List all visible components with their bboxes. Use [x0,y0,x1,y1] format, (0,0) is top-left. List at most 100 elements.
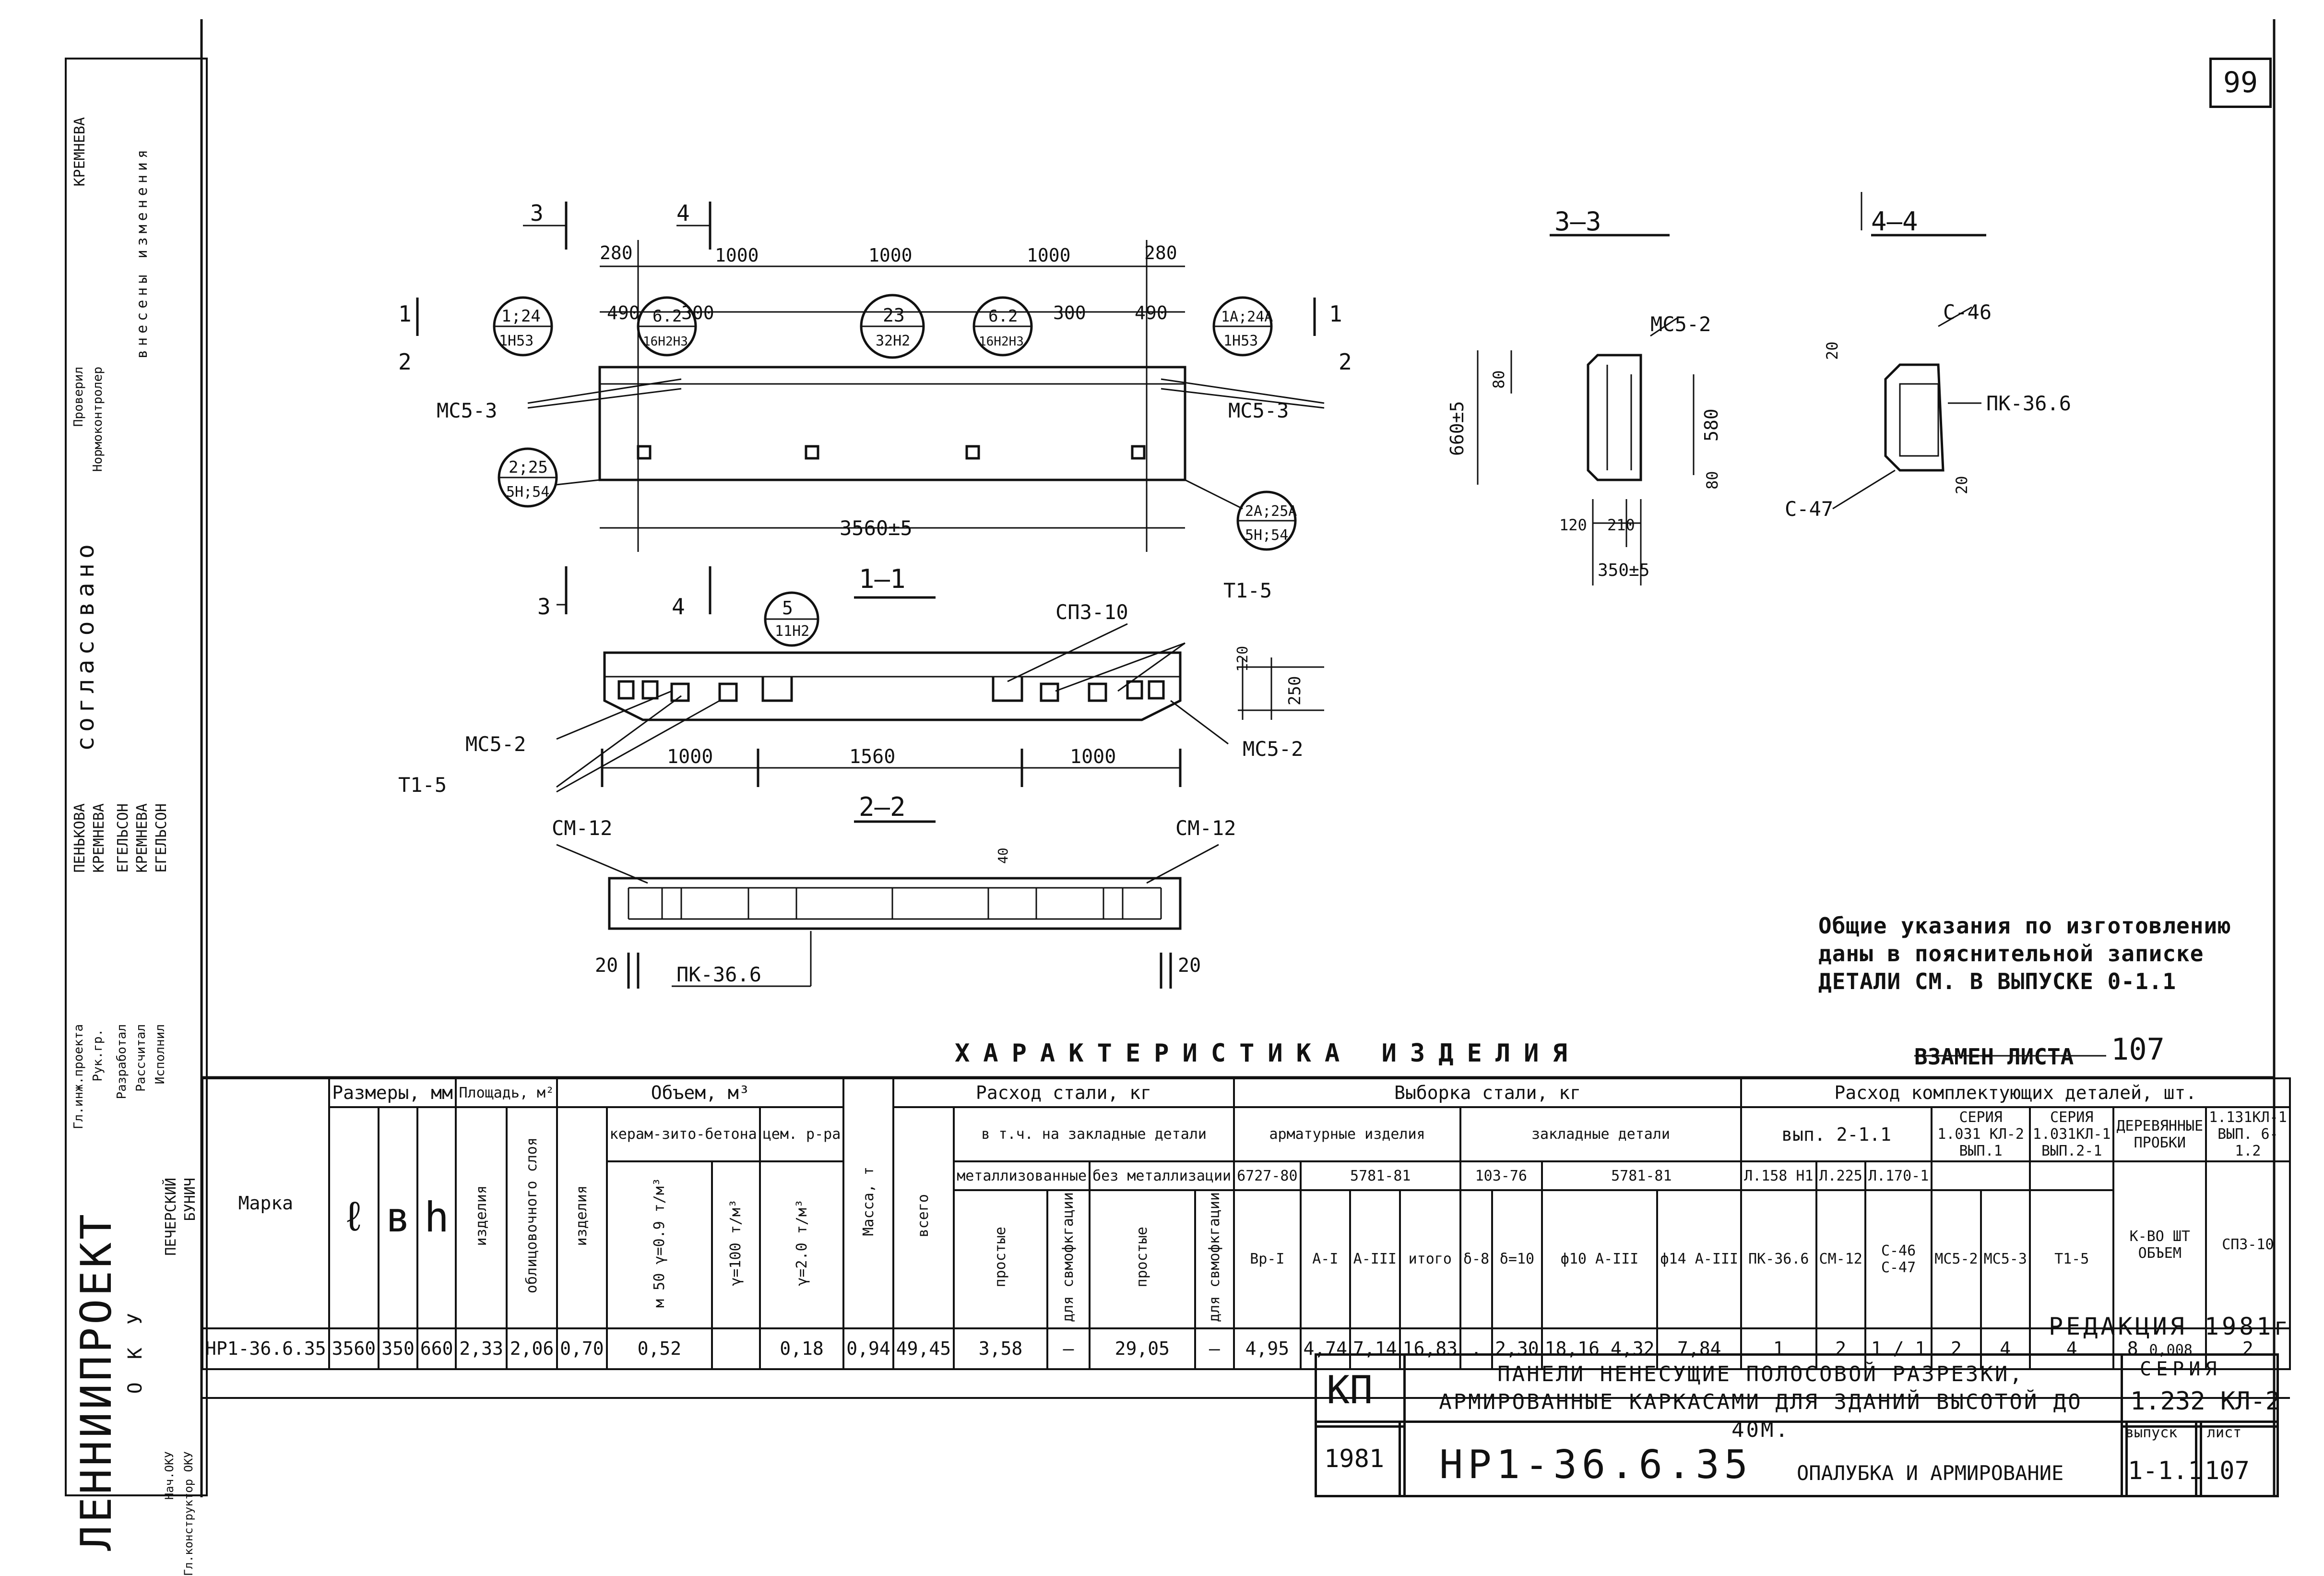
label-c47: С-47 [1785,497,1833,521]
col-a3: А-III [1349,1189,1401,1329]
col-h: h [416,1106,457,1329]
cell-vr1: 4,95 [1233,1327,1302,1370]
characteristics-table: Марка Размеры, мм Площадь, м² Объем, м³ … [202,1077,2291,1399]
col-sp310: СП3-10 [2205,1160,2291,1329]
name-0: ПЕНЬКОВА [71,803,88,873]
general-note: Общие указания по изготовлению даны в по… [1818,913,2231,994]
col-bez-metal: без металлизации [1089,1160,1235,1191]
year: 1981 [1324,1445,1385,1473]
vypusk-cell [2121,1421,2202,1497]
role-8: Гл.конструктор ОКУ [182,1451,195,1576]
label-t15-left: Т1-5 [398,773,447,797]
name-6: БУНИЧ [182,1178,199,1221]
col-itogo: итого [1399,1189,1461,1329]
dim-660: 660±5 [1447,401,1468,456]
drawing-canvas: 3 4 3 4 1 2 1 2 280 1000 1000 1000 280 4… [200,19,2276,1497]
label-sm12-right: СМ-12 [1175,816,1236,840]
cell-obem: 0,008 [2149,1342,2193,1359]
table-frame-lines [202,1055,2274,1079]
cell-bez-dlya: — [1194,1327,1235,1370]
section-mark-2: 2 [398,349,412,375]
col-c46: С-46 [1881,1242,1916,1259]
col-seriya1131: 1.131КЛ-1 ВЫП. 6-1.2 [2205,1106,2291,1162]
label-sm12-left: СМ-12 [552,816,612,840]
col-komplekt: Расход комплектующих деталей, шт. [1740,1077,2291,1108]
callout-225-bot: 5Н;54 [506,484,549,501]
col-pl-izd: изделия [473,1185,490,1246]
role-1: Рук.гр. [91,1029,105,1082]
section-mark-4b: 4 [672,594,685,620]
col-f14: ф14 А-III [1656,1189,1743,1329]
oku-label: О К У [124,1307,146,1394]
col-f10: ф10 А-III [1541,1189,1659,1329]
col-gost5781: 5781-81 [1299,1160,1461,1191]
col-dlya-sv: для свмофкгации [1060,1192,1077,1322]
label-pk-s22: ПК-36.6 [676,963,761,986]
list-label: лист [2207,1424,2242,1441]
col-sm12: СМ-12 [1815,1189,1866,1329]
col-vyborka: Выборка стали, кг [1233,1077,1743,1108]
col-pk366: ПК-36.6 [1740,1189,1817,1329]
product-mark: НР1-36.6.35 [1439,1442,1753,1488]
col-l: ℓ [328,1106,380,1329]
series-label: СЕРИЯ [2140,1358,2222,1380]
col-gost6727: 6727-80 [1233,1160,1302,1191]
cell-d10: 2,30 [1491,1327,1543,1370]
role-2: Разработал [115,1024,129,1099]
vypusk-label: выпуск [2125,1424,2178,1441]
col-vr1: Вр-I [1233,1189,1302,1329]
col-ploshchad: Площадь, м² [455,1077,558,1108]
kp-code: КП [1327,1368,1373,1412]
cell-marka: НР1-36.6.35 [202,1327,330,1370]
dim-300-right: 300 [1053,302,1086,323]
col-rashod: Расход стали, кг [892,1077,1235,1108]
callout-5-bot: 11Н2 [775,623,809,640]
section-2-2-labels: 2—2 СМ-12 СМ-12 ПК-36.6 20 20 40 [552,792,1236,986]
vypusk-value: 1-1.1 [2128,1457,2203,1485]
cell-bez-prostye: 29,05 [1089,1327,1196,1370]
cell-ob-cem: 0,18 [759,1327,845,1370]
changes-label: внесены изменения [134,146,151,359]
cell-b: 350 [378,1327,418,1370]
col-bez-dlya: для свмофкгации [1206,1192,1223,1322]
cell-a1: 4,74 [1299,1327,1352,1370]
role-5: Проверил [71,367,86,427]
section-3-3-labels: 3—3 МС5-2 660±5 80 580 80 120 210 350±5 [1447,206,1722,580]
callout-23-top: 23 [883,305,905,326]
dim-3560: 3560±5 [840,516,913,540]
callout-62r-bot: 16Н2Н3 [979,334,1024,349]
cell-f14: 7,84 [1656,1327,1743,1370]
mark-cell [1399,1421,2128,1497]
col-vyp211: вып. 2-1.1 [1740,1106,1933,1162]
cell-massa: 0,94 [842,1327,894,1370]
label-c46: С-46 [1943,300,1992,324]
col-massa: Масса, т [860,1166,877,1236]
name-2: ЕГЕЛЬСОН [115,803,131,873]
series-value: 1.232 КЛ-2 [2130,1387,2281,1416]
approval-sidebar: ЛЕННИИПРОЕКТ О К У согласовано внесены и… [65,58,208,1576]
dim-280-right: 280 [1144,242,1177,263]
dim-300-left: 300 [681,302,714,323]
cell-sp310: 2 [2205,1327,2291,1370]
label-mcs2-right: МС5-2 [1243,737,1303,761]
year-cell [1315,1421,1406,1497]
callout-23-bot: 32Н2 [876,333,910,349]
col-seriya1031: СЕРИЯ 1.031 КЛ-2 ВЫП.1 [1931,1106,2031,1162]
col-a170: Л.170-1 [1864,1160,1933,1191]
section-title-1-1: 1—1 [859,564,906,594]
col-zakladnye: закладные детали [1459,1106,1743,1162]
col-t15: Т1-5 [2028,1189,2115,1329]
label-mcs3-right: МС5-3 [1228,399,1289,422]
col-b: в [378,1106,418,1329]
col-gost10376: 103-76 [1459,1160,1543,1191]
section-1-1 [556,591,1324,793]
label-mcs2-s33: МС5-2 [1650,312,1711,336]
section-title-2-2: 2—2 [859,792,906,822]
col-cem: цем. р-ра [759,1106,845,1162]
cell-pl-izd: 2,33 [455,1327,508,1370]
dim-350: 350±5 [1598,561,1649,580]
cell-pl-obl: 2,06 [505,1327,558,1370]
section-2-2 [556,820,1219,989]
dim-20-right: 20 [1178,955,1201,977]
dim-1000-b: 1000 [868,245,913,266]
